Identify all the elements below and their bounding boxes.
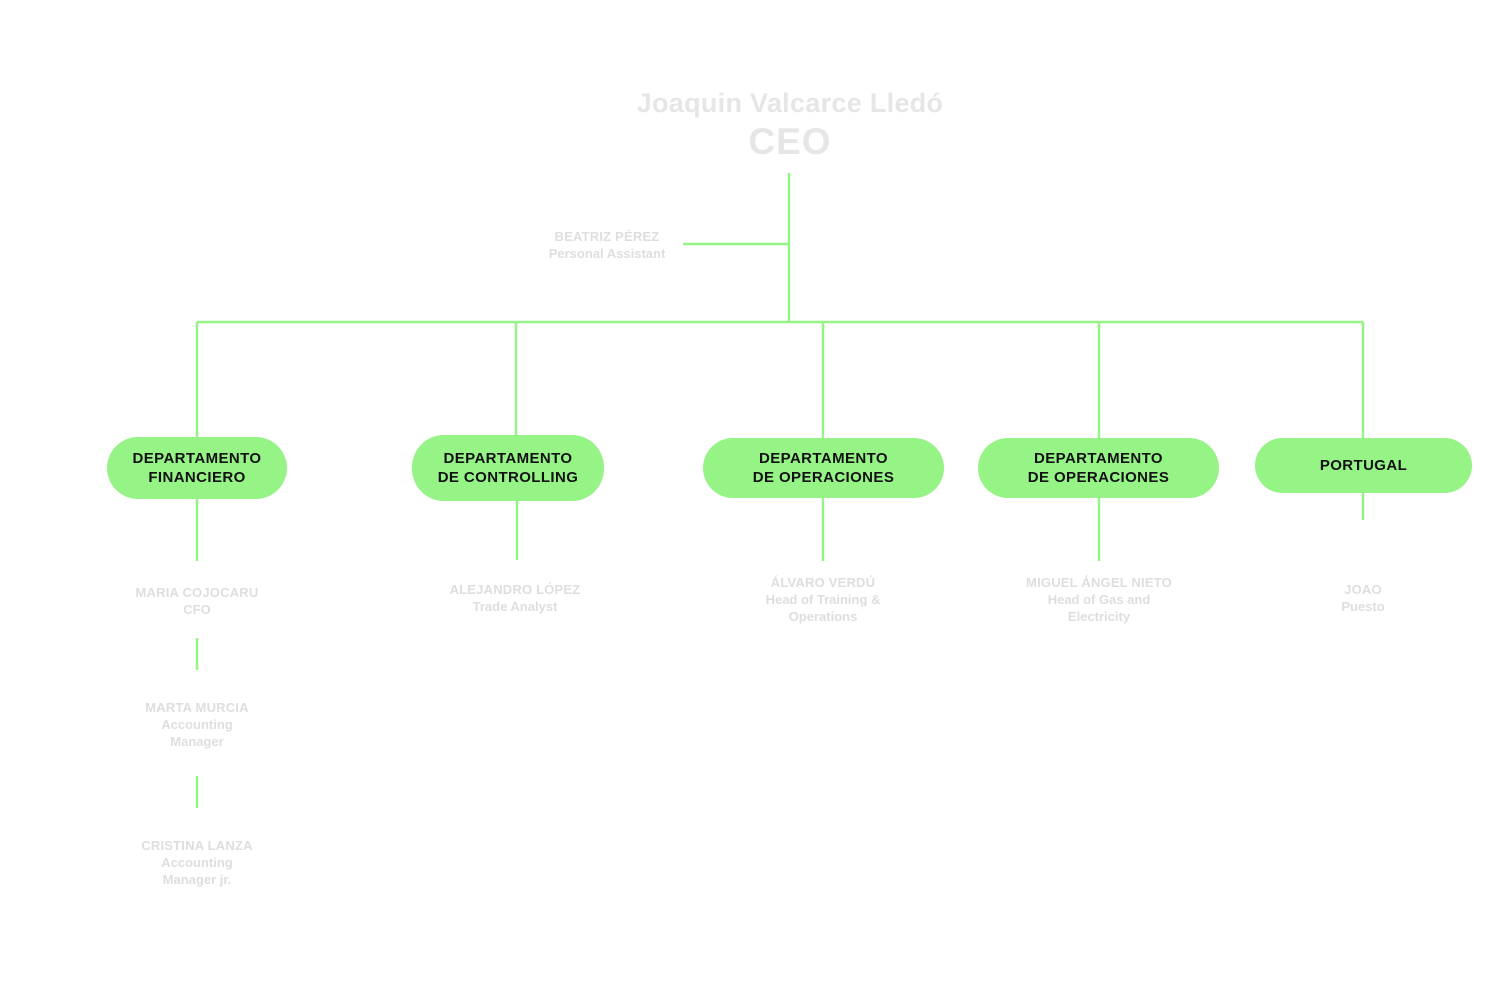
person-name: ÁLVARO VERDÚ [770,575,876,590]
ceo-name: Joaquin Valcarce Lledó [636,88,944,118]
person-role: Accounting Manager [161,717,233,749]
person-name: ALEJANDRO LÓPEZ [449,582,581,597]
person-role: Head of Gas and Electricity [1047,592,1151,624]
person-node: MARIA COJOCARU CFO [97,584,297,618]
department-label: DEPARTAMENTO DE CONTROLLING [437,450,579,486]
department-operaciones-node: DEPARTAMENTO DE OPERACIONES [703,438,944,498]
person-role: Accounting Manager jr. [161,855,233,887]
person-node: JOAO Puesto [1283,581,1443,615]
person-role: Head of Training & Operations [765,592,881,624]
person-name: CRISTINA LANZA [141,838,253,853]
person-node: ÁLVARO VERDÚ Head of Training & Operatio… [723,574,923,625]
assistant-role: Personal Assistant [548,246,666,261]
person-name: MARIA COJOCARU [135,585,259,600]
department-controlling-node: DEPARTAMENTO DE CONTROLLING [412,435,604,501]
person-name: JOAO [1344,582,1382,597]
person-node: MIGUEL ÁNGEL NIETO Head of Gas and Elect… [994,574,1204,625]
person-node: CRISTINA LANZA Accounting Manager jr. [97,837,297,888]
person-role: Trade Analyst [472,599,558,614]
ceo-title: CEO [748,121,832,162]
assistant-node: BEATRIZ PÉREZ Personal Assistant [527,228,687,262]
department-operaciones-2-node: DEPARTAMENTO DE OPERACIONES [978,438,1219,498]
department-financiero-node: DEPARTAMENTO FINANCIERO [107,437,287,499]
person-role: Puesto [1341,599,1385,614]
department-label: DEPARTAMENTO FINANCIERO [132,450,262,486]
person-name: MIGUEL ÁNGEL NIETO [1026,575,1172,590]
person-name: MARTA MURCIA [145,700,249,715]
person-node: MARTA MURCIA Accounting Manager [97,699,297,750]
department-label: PORTUGAL [1319,457,1408,474]
department-label: DEPARTAMENTO DE OPERACIONES [752,450,895,486]
person-node: ALEJANDRO LÓPEZ Trade Analyst [415,581,615,615]
assistant-name: BEATRIZ PÉREZ [554,229,660,244]
department-portugal-node: PORTUGAL [1255,438,1472,493]
department-label: DEPARTAMENTO DE OPERACIONES [1027,450,1170,486]
person-role: CFO [183,602,211,617]
